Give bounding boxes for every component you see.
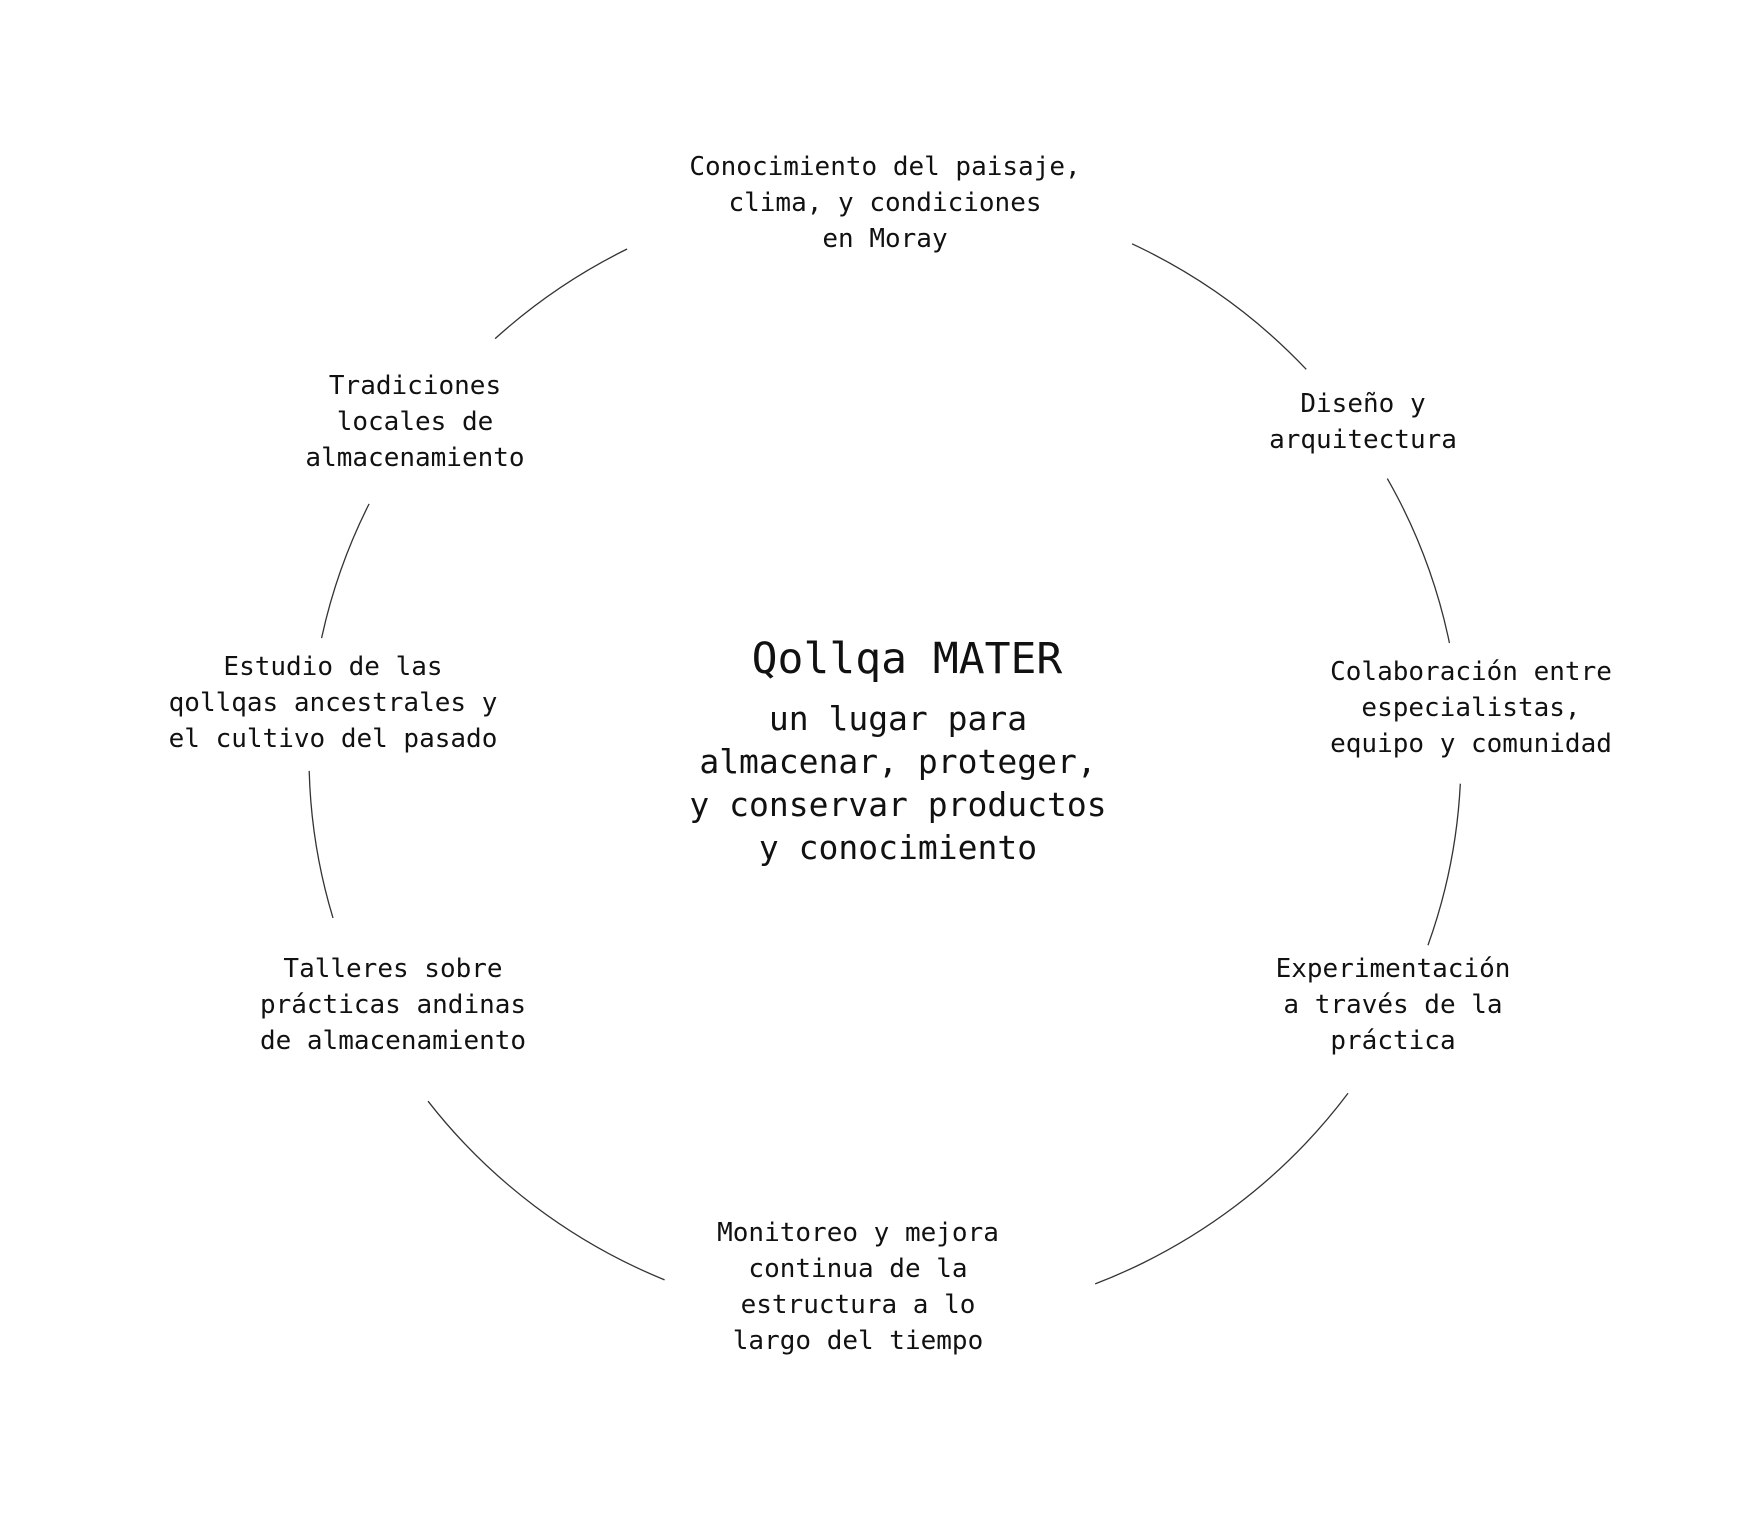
subtitle-line: y conservar productos [689, 785, 1107, 824]
item-line: Estudio de las [223, 652, 443, 682]
item-line: continua de la [748, 1254, 968, 1284]
cycle-item-monitoreo: Monitoreo y mejora continua de la estruc… [717, 1215, 999, 1359]
item-line: el cultivo del pasado [168, 724, 498, 754]
item-line: Tradiciones [328, 371, 502, 401]
item-line: clima, y condiciones [728, 188, 1042, 218]
ring-arc-segment [1131, 243, 1307, 370]
subtitle-line: un lugar para [768, 699, 1028, 738]
item-line: Colaboración entre [1330, 657, 1612, 687]
item-line: equipo y comunidad [1330, 729, 1612, 759]
item-line: en Moray [822, 224, 948, 254]
cycle-item-experimentacion: Experimentación a través de la práctica [1276, 951, 1511, 1059]
diagram-title: Qollqa MATER [751, 634, 1063, 684]
item-line: Talleres sobre [283, 954, 503, 984]
ring-arc-segment [1094, 1092, 1349, 1285]
item-line: largo del tiempo [732, 1326, 984, 1356]
item-line: qollqas ancestrales y [168, 688, 498, 718]
item-line: especialistas, [1361, 693, 1581, 723]
diagram-subtitle: un lugar para almacenar, proteger, y con… [689, 697, 1106, 869]
ring-arc-segment [320, 503, 370, 639]
cycle-item-conocimiento-paisaje: Conocimiento del paisaje, clima, y condi… [689, 149, 1080, 257]
item-line: Diseño y [1300, 389, 1426, 419]
cycle-item-diseno-arquitectura: Diseño y arquitectura [1269, 386, 1457, 458]
cycle-item-tradiciones: Tradiciones locales de almacenamiento [305, 368, 524, 476]
cycle-item-talleres: Talleres sobre prácticas andinas de alma… [260, 951, 526, 1059]
item-line: almacenamiento [305, 443, 525, 473]
cycle-item-colaboracion: Colaboración entre especialistas, equipo… [1330, 654, 1612, 762]
item-line: estructura a lo [740, 1290, 976, 1320]
item-line: arquitectura [1269, 425, 1457, 455]
item-line: Monitoreo y mejora [717, 1218, 999, 1248]
ring-arc-segment [1386, 478, 1451, 644]
item-line: de almacenamiento [259, 1026, 527, 1056]
ring-arc-segment [1427, 783, 1461, 946]
item-line: a través de la [1283, 990, 1503, 1020]
item-line: locales de [336, 407, 494, 437]
ring-arc-segment [308, 770, 334, 919]
item-line: prácticas andinas [259, 990, 527, 1020]
ring-arc-segment [427, 1100, 665, 1281]
subtitle-line: y conocimiento [758, 828, 1038, 867]
item-line: Conocimiento del paisaje, [689, 152, 1081, 182]
item-line: práctica [1330, 1026, 1456, 1056]
subtitle-line: almacenar, proteger, [699, 742, 1097, 781]
ring-arc-segment [494, 248, 628, 340]
item-line: Experimentación [1275, 954, 1511, 984]
cycle-item-estudio-qollqas: Estudio de las qollqas ancestrales y el … [169, 649, 498, 757]
